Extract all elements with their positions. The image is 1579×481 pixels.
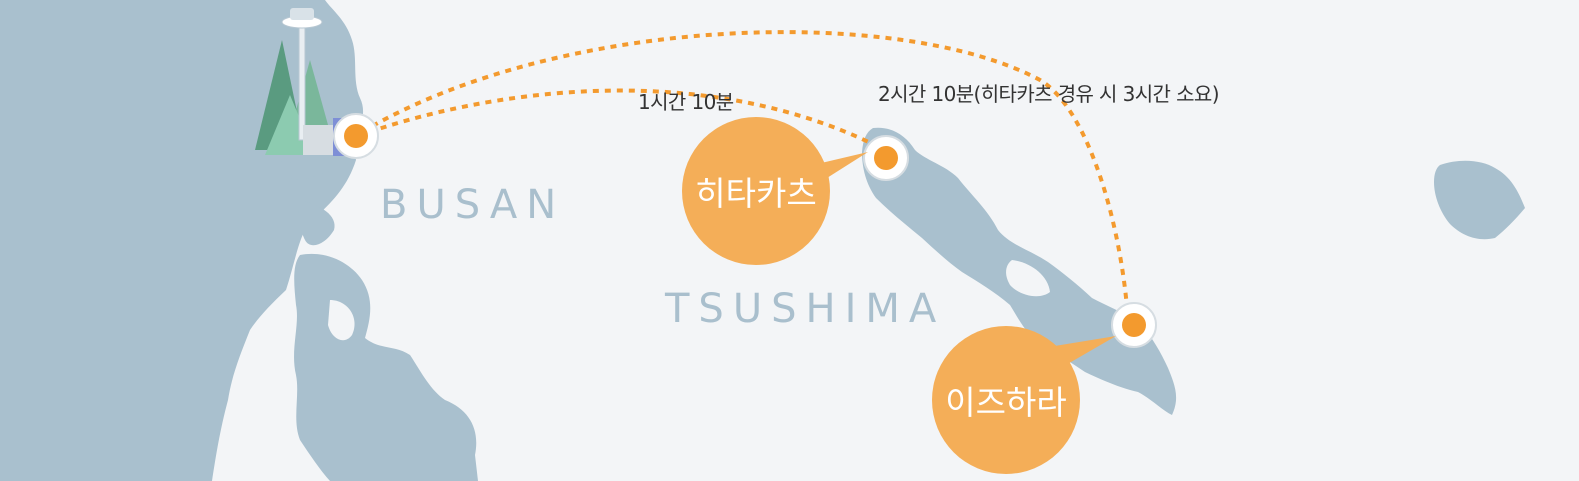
namhae-coast: [178, 304, 238, 374]
route-busan-izuhara: [360, 30, 1130, 321]
route-time-hitakatsu: 1시간 10분: [638, 90, 734, 114]
place-label-tsushima: TSUSHIMA: [665, 286, 946, 332]
route-time-izuhara: 2시간 10분(히타카츠 경유 시 3시간 소요): [878, 82, 1220, 106]
geoje-island: [294, 253, 478, 481]
busan-peninsula: [256, 110, 348, 180]
port-marker-izuhara: [1111, 302, 1157, 348]
tsushima-bay: [1006, 260, 1050, 297]
port-bubble-hitakatsu: 히타카츠: [682, 117, 830, 265]
port-marker-hitakatsu: [863, 135, 909, 181]
route-busan-hitakatsu: [357, 88, 886, 152]
port-marker-busan: [333, 113, 379, 159]
nakdong-delta: [298, 200, 335, 246]
place-label-busan: BUSAN: [380, 182, 566, 228]
port-bubble-izuhara: 이즈하라: [932, 326, 1080, 474]
iki-island: [1434, 160, 1525, 240]
geoje-inlet: [328, 300, 355, 341]
